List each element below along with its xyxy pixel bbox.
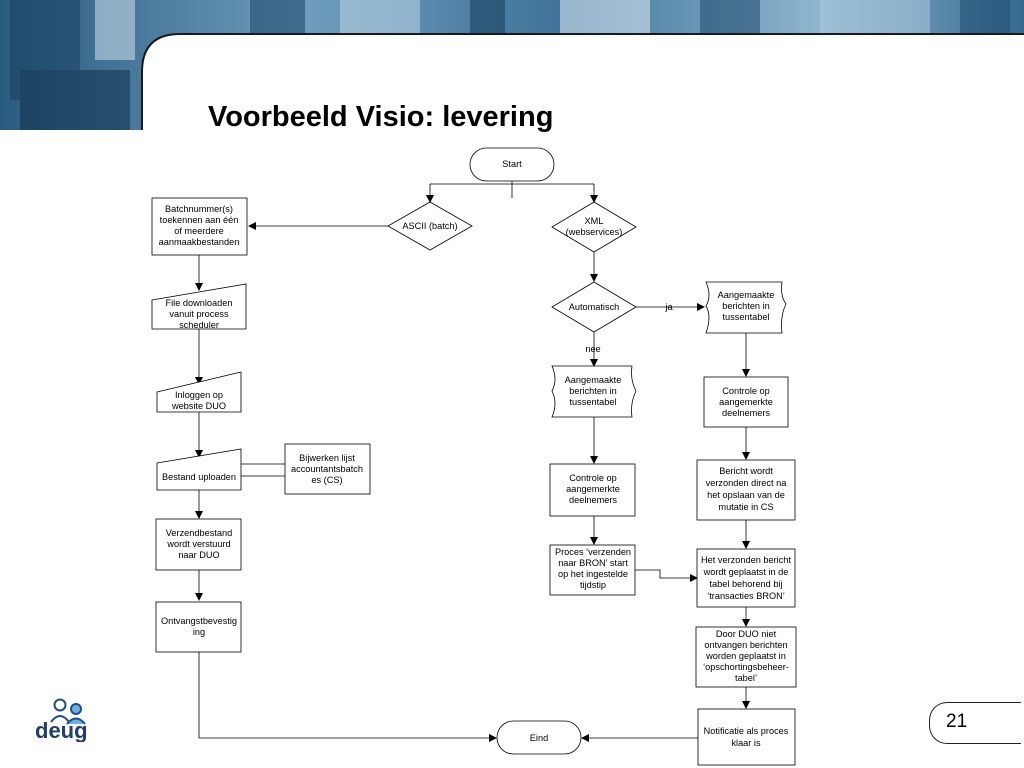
end-terminator <box>496 720 582 755</box>
not-received-label-2: ontvangen berichten <box>704 640 787 650</box>
arrow-receipt-end <box>198 652 497 742</box>
not-received-label-4: ‘opschortingsbeheer- <box>703 662 789 672</box>
upload-label: Bestand uploaden <box>162 472 236 482</box>
check-right-box <box>703 376 789 428</box>
start-label: Start <box>502 159 522 169</box>
process-label-1: Proces ‘verzenden <box>555 547 631 557</box>
receipt-label-1: Ontvangstbevestig <box>161 616 237 626</box>
messages-left-label-1: Aangemaakte <box>565 375 622 385</box>
not-received-box <box>695 626 797 688</box>
check-right-label-1: Controle op <box>722 386 770 396</box>
batch-number-box <box>151 197 248 256</box>
sent-message-label-3: tabel behorend bij <box>709 579 782 589</box>
update-list-label-2: accountantsbatch <box>291 464 363 474</box>
ascii-label: ASCII (batch) <box>402 221 457 231</box>
send-file-label-1: Verzendbestand <box>166 528 232 538</box>
not-received-label-5: tabel’ <box>735 673 757 683</box>
check-left-box <box>549 463 636 517</box>
link-upload-list <box>241 463 285 477</box>
end-label: Eind <box>530 733 548 743</box>
message-sent-label-4: mutatie in CS <box>718 502 773 512</box>
login-input <box>156 371 242 413</box>
login-label-2: website DUO <box>171 401 226 411</box>
message-sent-label-2: verzonden direct na <box>706 478 788 488</box>
update-list-box <box>284 443 371 495</box>
send-file-box <box>155 518 242 571</box>
page-number: 21 <box>946 711 968 732</box>
no-label: nee <box>585 344 600 354</box>
batch-label-3: of meerdere <box>174 226 224 236</box>
deug-logo: deug <box>35 698 88 742</box>
message-sent-label-1: Bericht wordt <box>719 466 773 476</box>
notification-label-1: Notificatie als proces <box>704 726 789 736</box>
header-banner <box>0 0 1024 130</box>
xml-decision <box>551 201 637 253</box>
page-number-frame <box>929 702 1021 744</box>
receipt-label-2: ing <box>193 627 205 637</box>
download-label-3: scheduler <box>179 320 219 330</box>
messages-right-label-3: tussentabel <box>723 312 770 322</box>
slide-title: Voorbeeld Visio: levering <box>208 101 554 133</box>
login-label-1: Inloggen op <box>175 390 223 400</box>
sent-message-box <box>696 548 796 608</box>
automatic-label: Automatisch <box>569 302 620 312</box>
messages-right-label-1: Aangemaakte <box>718 290 775 300</box>
download-label-1: File downloaden <box>166 298 233 308</box>
notification-box <box>697 708 796 766</box>
automatic-decision <box>551 281 637 333</box>
notification-label-2: klaar is <box>731 738 761 748</box>
sent-message-label-2: wordt geplaatst in de <box>703 567 789 577</box>
messages-left-label-3: tussentabel <box>570 397 617 407</box>
batch-label-1: Batchnummer(s) <box>165 204 233 214</box>
check-left-label-3: deelnemers <box>569 495 617 505</box>
yes-label: ja <box>664 302 673 312</box>
download-label-2: vanuit process <box>169 309 229 319</box>
check-left-label-2: aangemerkte <box>566 484 620 494</box>
xml-label-2: (webservices) <box>566 227 623 237</box>
not-received-label-3: worden geplaatst in <box>705 651 786 661</box>
file-download-input <box>151 283 247 330</box>
check-left-label-1: Controle op <box>569 473 617 483</box>
messages-right-label-2: berichten in <box>722 301 770 311</box>
process-label-4: tijdstip <box>580 580 606 590</box>
messages-left-label-2: berichten in <box>569 386 617 396</box>
message-sent-label-3: het opslaan van de <box>707 490 785 500</box>
start-split <box>430 181 594 198</box>
sent-message-label-1: Het verzonden bericht <box>701 555 791 565</box>
send-file-label-2: wordt verstuurd <box>166 539 230 549</box>
batch-label-4: aanmaakbestanden <box>159 237 240 247</box>
message-sent-box <box>696 459 796 521</box>
receipt-box <box>155 601 242 653</box>
send-file-label-3: naar DUO <box>178 550 219 560</box>
sent-message-label-4: ‘transacties BRON’ <box>707 591 785 601</box>
check-right-label-3: deelnemers <box>722 408 770 418</box>
process-label-2: naar BRON’ start <box>558 558 628 568</box>
process-send-box <box>549 544 636 596</box>
ascii-decision <box>387 201 473 251</box>
messages-left-store <box>551 365 637 418</box>
arrow-process-sent <box>634 569 698 582</box>
messages-right-store <box>705 281 787 334</box>
connectors <box>195 181 750 742</box>
not-received-label-1: Door DUO niet <box>716 629 777 639</box>
check-right-label-2: aangemerkte <box>719 397 773 407</box>
process-label-3: op het ingestelde <box>558 569 628 579</box>
update-list-label-1: Bijwerken lijst <box>299 453 355 463</box>
update-list-label-3: es (CS) <box>311 475 342 485</box>
logo-text: deug <box>35 718 88 742</box>
batch-label-2: toekennen aan één <box>160 215 239 225</box>
upload-input <box>156 448 242 491</box>
xml-label-1: XML <box>585 216 604 226</box>
start-terminator <box>469 147 555 182</box>
